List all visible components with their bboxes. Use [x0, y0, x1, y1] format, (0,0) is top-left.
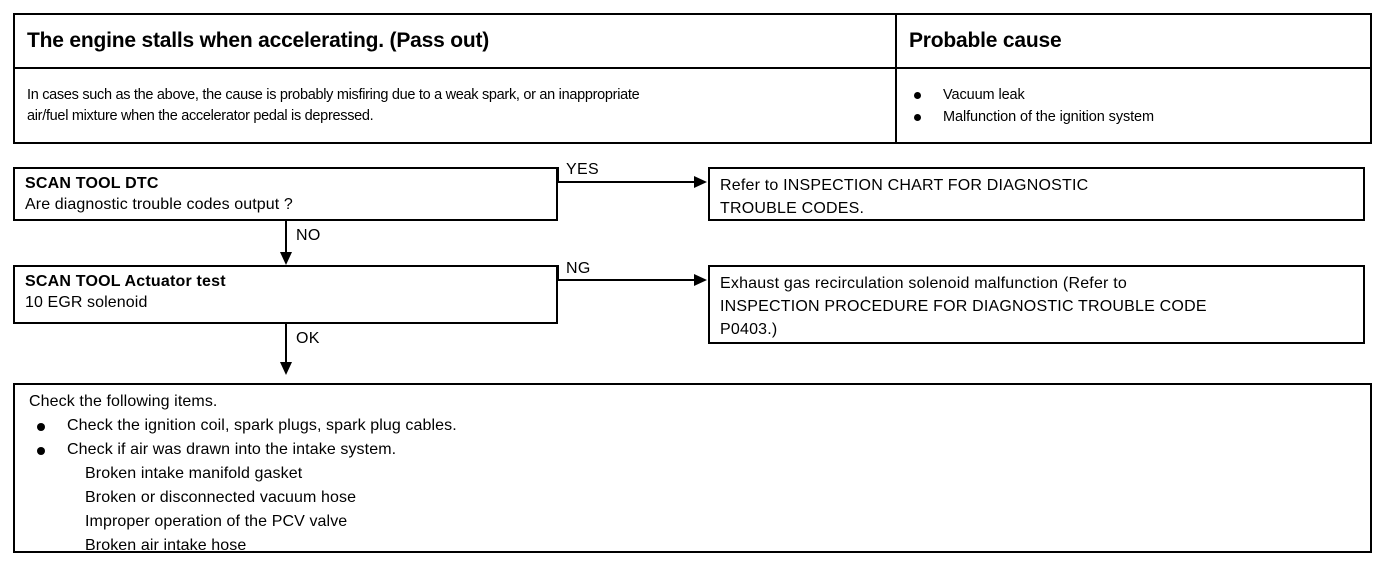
flow-step-scan-tool-dtc-content: SCAN TOOL DTC Are diagnostic trouble cod…: [15, 169, 556, 216]
result-line: INSPECTION PROCEDURE FOR DIAGNOSTIC TROU…: [720, 298, 1207, 315]
connector-yes-arrowhead: [694, 176, 707, 188]
connector-label-yes: YES: [566, 161, 599, 178]
list-item: Improper operation of the PCV valve: [85, 513, 348, 530]
result-line: TROUBLE CODES.: [720, 200, 865, 217]
check-items-bullet-list: Check the ignition coil, spark plugs, sp…: [25, 414, 1360, 462]
flow-step-actuator-test: SCAN TOOL Actuator test 10 EGR solenoid: [13, 265, 558, 324]
probable-cause-header-cell: Probable cause: [897, 15, 1370, 67]
step-title: SCAN TOOL DTC: [25, 175, 159, 192]
flow-step-actuator-test-content: SCAN TOOL Actuator test 10 EGR solenoid: [15, 267, 556, 314]
description-line: air/fuel mixture when the accelerator pe…: [27, 107, 374, 124]
list-item: Broken or disconnected vacuum hose: [85, 489, 357, 506]
description-line: In cases such as the above, the cause is…: [27, 86, 640, 103]
list-item: Broken intake manifold gasket: [85, 465, 303, 482]
connector-no-arrowhead: [280, 252, 292, 265]
connector-label-ng: NG: [566, 260, 591, 277]
result-line: Refer to INSPECTION CHART FOR DIAGNOSTIC: [720, 177, 1089, 194]
symptom-description-cell: In cases such as the above, the cause is…: [15, 69, 897, 142]
probable-cause-list: Vacuum leak Malfunction of the ignition …: [909, 84, 1358, 128]
symptom-table: The engine stalls when accelerating. (Pa…: [13, 13, 1372, 144]
list-item: Malfunction of the ignition system: [909, 106, 1358, 128]
flow-result-inspection-chart: Refer to INSPECTION CHART FOR DIAGNOSTIC…: [708, 167, 1365, 221]
flow-result-egr-malfunction: Exhaust gas recirculation solenoid malfu…: [708, 265, 1365, 344]
check-items-box: Check the following items. Check the ign…: [13, 383, 1372, 554]
list-item: Check the ignition coil, spark plugs, sp…: [25, 414, 1360, 438]
connector-ng-arrowhead: [694, 274, 707, 286]
flow-result-inspection-chart-content: Refer to INSPECTION CHART FOR DIAGNOSTIC…: [710, 169, 1363, 220]
probable-cause-list-cell: Vacuum leak Malfunction of the ignition …: [897, 69, 1370, 142]
check-items-intro: Check the following items.: [29, 393, 218, 410]
list-item: Vacuum leak: [909, 84, 1358, 106]
connector-ok-line: [285, 324, 287, 366]
flow-result-egr-malfunction-content: Exhaust gas recirculation solenoid malfu…: [710, 267, 1363, 341]
connector-yes-stub: [557, 167, 559, 183]
symptom-header-cell: The engine stalls when accelerating. (Pa…: [15, 15, 897, 67]
symptom-table-body-row: In cases such as the above, the cause is…: [15, 69, 1370, 142]
step-detail: 10 EGR solenoid: [25, 294, 148, 311]
list-item: Check if air was drawn into the intake s…: [25, 438, 1360, 462]
connector-label-ok: OK: [296, 330, 320, 347]
connector-ok-arrowhead: [280, 362, 292, 375]
connector-ng-stub: [557, 265, 559, 281]
symptom-title: The engine stalls when accelerating. (Pa…: [27, 29, 490, 53]
probable-cause-title: Probable cause: [909, 29, 1062, 53]
connector-no-line: [285, 221, 287, 255]
symptom-table-header-row: The engine stalls when accelerating. (Pa…: [15, 15, 1370, 69]
check-items-content: Check the following items. Check the ign…: [15, 385, 1370, 558]
flow-step-scan-tool-dtc: SCAN TOOL DTC Are diagnostic trouble cod…: [13, 167, 558, 221]
connector-ng-line: [557, 279, 696, 281]
check-items-sub-list: Broken intake manifold gasket Broken or …: [25, 462, 1360, 558]
connector-yes-line: [557, 181, 696, 183]
step-question: Are diagnostic trouble codes output ?: [25, 196, 293, 213]
result-line: P0403.): [720, 321, 778, 338]
list-item: Broken air intake hose: [85, 537, 247, 554]
connector-label-no: NO: [296, 227, 321, 244]
result-line: Exhaust gas recirculation solenoid malfu…: [720, 275, 1127, 292]
step-title: SCAN TOOL Actuator test: [25, 273, 226, 290]
